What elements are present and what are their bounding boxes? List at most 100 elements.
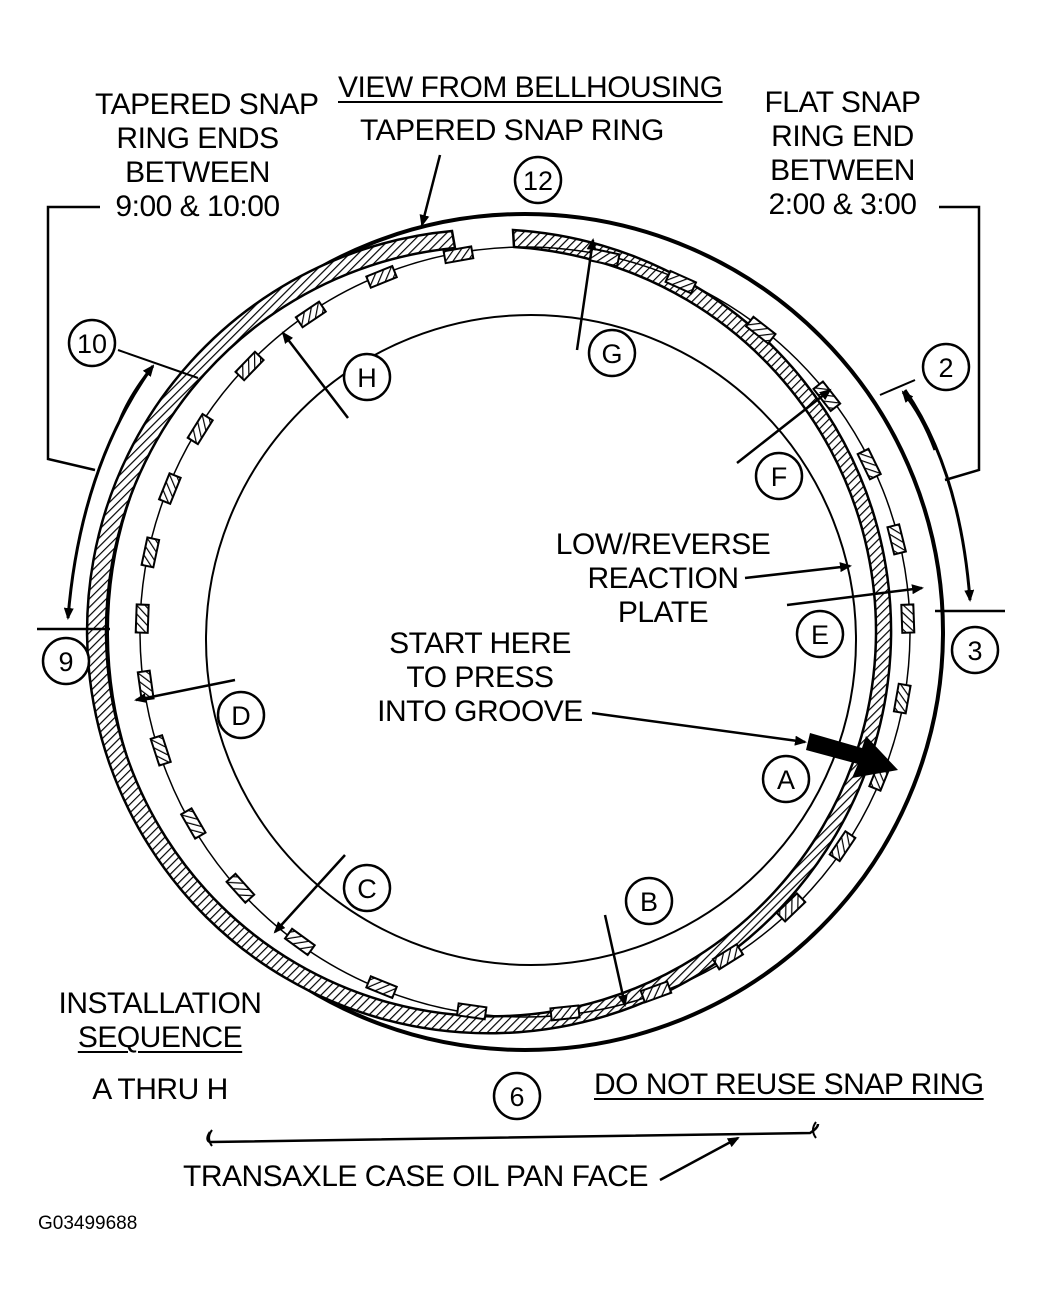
- oil-pan-face-label: TRANSAXLE CASE OIL PAN FACE: [183, 1160, 648, 1193]
- leader-oil-pan: [659, 1136, 740, 1182]
- seq-F-circle: [754, 451, 804, 501]
- clock-2-circle: [921, 342, 971, 392]
- clock-3-text: 3: [967, 636, 982, 666]
- ring-lug: [365, 975, 399, 1000]
- tapered-ends-line-3: BETWEEN: [125, 156, 270, 189]
- seq-G-text: G: [601, 339, 622, 369]
- tapered-ends-bracket: [46, 205, 100, 472]
- clock-9-marker: 9: [41, 636, 91, 686]
- clock-3-marker: 3: [950, 625, 1000, 675]
- ring-lug: [744, 315, 777, 345]
- leader-D: [134, 678, 236, 703]
- ring-lug: [711, 942, 745, 971]
- clock-12-marker: 12: [513, 155, 563, 205]
- seq-G-circle: [587, 328, 637, 378]
- flat-end-bracket: [939, 205, 981, 482]
- ring-lug: [140, 536, 161, 569]
- clock-10-text: 10: [77, 329, 107, 359]
- ring-lug: [179, 807, 207, 840]
- arc-arrow-2-3-top: [901, 390, 937, 451]
- leader-E: [786, 584, 924, 607]
- seq-B-text: B: [640, 887, 658, 917]
- ring-lug: [455, 1002, 488, 1021]
- ring-lug: [136, 669, 155, 702]
- leader-F: [736, 388, 832, 464]
- arc-arrow-9-10-top: [118, 364, 155, 421]
- ring-lug: [856, 447, 883, 481]
- tapered-ends-line-4: 9:00 & 10:00: [115, 190, 280, 223]
- seq-D-circle: [216, 690, 266, 740]
- clock-markers: 12 2 3 6 9 10: [41, 155, 1000, 1121]
- seq-C-circle: [342, 863, 392, 913]
- tapered-snap-ring-label: TAPERED SNAP RING: [360, 114, 664, 147]
- start-here-line-1: START HERE: [389, 627, 571, 660]
- warning-label: DO NOT REUSE SNAP RING: [594, 1068, 984, 1101]
- clock-9-circle: [41, 636, 91, 686]
- oil-pan-tick-right: [812, 1121, 817, 1139]
- leader-H: [281, 331, 349, 419]
- ring-lug: [294, 300, 328, 329]
- seq-C-text: C: [357, 874, 377, 904]
- ring-lug: [134, 603, 150, 634]
- installation-line-2: SEQUENCE: [77, 1021, 243, 1054]
- flat-end-line-2: RING END: [771, 120, 914, 153]
- ring-lug: [157, 472, 182, 506]
- oil-pan-face-line: [206, 1123, 820, 1144]
- clock-6-circle: [492, 1071, 542, 1121]
- ring-lug: [186, 412, 215, 446]
- ring-lug: [639, 980, 673, 1004]
- reaction-plate-line-1: LOW/REVERSE: [555, 528, 771, 561]
- seq-E-text: E: [811, 620, 829, 650]
- seq-G-marker: G: [587, 328, 637, 378]
- clock-12-circle: [513, 155, 563, 205]
- leader-B: [603, 914, 628, 1007]
- leader-C: [273, 854, 346, 934]
- figure-id: G03499688: [38, 1213, 138, 1234]
- seq-D-marker: D: [216, 690, 266, 740]
- seq-H-marker: H: [342, 352, 392, 402]
- seq-B-marker: B: [624, 876, 674, 926]
- tick-10: [117, 349, 199, 379]
- ring-lug: [283, 927, 317, 957]
- leader-reaction-plate: [744, 562, 852, 580]
- leader-tapered-ring: [419, 154, 442, 227]
- tapered-ends-line-1: TAPERED SNAP: [95, 88, 319, 121]
- tapered-ends-line-2: RING ENDS: [116, 122, 279, 155]
- ring-lug: [775, 892, 807, 923]
- start-here-line-2: TO PRESS: [406, 661, 554, 694]
- sequence-range-label: A THRU H: [92, 1073, 228, 1106]
- sequence-markers: A B C D E F G: [216, 328, 845, 926]
- flat-end-line-1: FLAT SNAP: [764, 86, 921, 119]
- clock-12-text: 12: [523, 166, 553, 196]
- seq-A-circle: [761, 754, 811, 804]
- seq-C-marker: C: [342, 863, 392, 913]
- ring-lug: [549, 1004, 581, 1022]
- ring-lug: [900, 603, 916, 634]
- oil-pan-tick-left: [208, 1129, 213, 1147]
- ring-lug: [892, 682, 912, 715]
- ring-lug: [828, 829, 857, 863]
- clock-6-marker: 6: [492, 1071, 542, 1121]
- clock-9-text: 9: [58, 647, 73, 677]
- ring-lug: [664, 269, 698, 295]
- seq-E-circle: [795, 609, 845, 659]
- snap-ring-band: [85, 228, 893, 1035]
- seq-H-circle: [342, 352, 392, 402]
- seq-B-circle: [624, 876, 674, 926]
- view-title: VIEW FROM BELLHOUSING: [338, 71, 723, 104]
- start-bold-arrow: [806, 733, 898, 778]
- clock-2-marker: 2: [921, 342, 971, 392]
- start-here-line-3: INTO GROOVE: [377, 695, 583, 728]
- flat-end-line-3: BETWEEN: [770, 154, 915, 187]
- installation-line-1: INSTALLATION: [58, 987, 262, 1020]
- reaction-plate-line-2: REACTION: [587, 562, 739, 595]
- ring-lugs: [134, 245, 916, 1022]
- seq-A-marker: A: [761, 754, 811, 804]
- clock-6-text: 6: [509, 1082, 524, 1112]
- clock-3-circle: [950, 625, 1000, 675]
- leader-start: [591, 711, 807, 746]
- seq-E-marker: E: [795, 609, 845, 659]
- seq-F-text: F: [771, 462, 788, 492]
